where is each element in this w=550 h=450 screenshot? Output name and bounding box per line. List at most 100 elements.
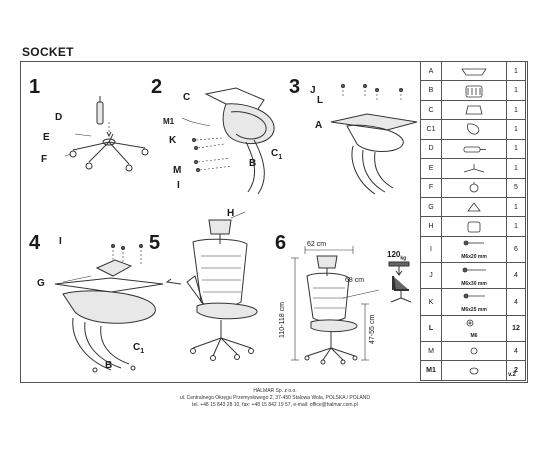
part-f-icon [469,181,479,193]
part-illustration [441,196,507,218]
part-c1-icon [467,124,480,135]
step-number-1: 1 [29,76,41,98]
part-quantity: 1 [506,60,526,82]
part-code: D [420,138,442,160]
part-quantity: 4 [506,262,526,290]
part-row-m1: M1 2 [420,360,526,381]
part-code: A [420,60,442,82]
part-g-icon [467,202,481,212]
label-l: L [317,95,324,106]
label-c1: C1 [271,148,283,161]
part-m-icon [470,347,478,355]
label-c1: C1 [133,342,145,355]
part-quantity: 12 [506,314,526,342]
part-quantity: 1 [506,216,526,237]
part-code: B [420,80,442,101]
label-c: C [183,92,191,103]
dimensions-drawing [291,246,380,365]
dim-width: 62 cm [307,241,327,248]
footer-contact: tel. +48 15 843 28 10, fax: +48 15 842 1… [192,402,358,408]
part-code: I [420,235,442,264]
part-spec: M6x20 mm [461,254,487,261]
part-illustration: M6 [441,314,507,342]
chair-assembly-drawing [165,211,258,361]
weight-limit-icon [388,261,412,303]
part-spec: M6x30 mm [461,280,487,287]
part-illustration: M6x25 mm [441,288,507,316]
seat-mechanism-drawing [54,244,164,373]
part-code: K [420,288,442,316]
step-number-5: 5 [149,232,161,254]
label-b: B [249,158,257,169]
part-l-icon [466,319,474,327]
part-illustration [441,177,507,198]
part-code: C [420,99,442,121]
part-b-icon [465,85,483,98]
part-illustration: M6x30 mm [441,262,507,290]
weight-limit-badge: 120kg [387,250,407,262]
part-quantity: 1 [506,99,526,121]
step-number-6: 6 [275,232,287,254]
part-quantity: 1 [506,119,526,140]
part-illustration [441,138,507,160]
part-illustration [441,158,507,179]
part-h-icon [467,221,481,232]
part-m1-icon [469,367,479,375]
part-quantity: 1 [506,196,526,218]
part-quantity: 5 [506,177,526,198]
label-i: I [177,180,180,191]
part-row-k: K M6x25 mm 4 [420,288,526,316]
label-d: D [55,112,63,123]
dim-depth: 68 cm [345,277,365,284]
part-illustration [441,80,507,101]
part-j-icon [462,267,486,273]
label-i: I [59,236,62,247]
footer-address: ul. Centralnego Okręgu Przemysłowego 2, … [179,395,370,401]
part-code: L [420,314,442,342]
revision-label: v.2 [508,372,516,378]
part-quantity: 1 [506,138,526,160]
label-b: B [105,360,113,371]
part-illustration [441,360,507,381]
label-a: A [315,120,323,131]
part-quantity: 4 [506,288,526,316]
part-quantity: 2 [506,360,526,381]
label-e: E [43,132,50,143]
part-e-icon [463,164,485,173]
part-code: M1 [420,360,442,381]
part-code: H [420,216,442,237]
part-illustration [441,216,507,237]
label-g: G [37,278,45,289]
part-code: M [420,340,442,362]
part-spec: M6 [470,333,478,340]
part-illustration [441,60,507,82]
step-number-4: 4 [29,232,41,254]
part-quantity: 1 [506,80,526,101]
part-row-i: I M6x20 mm 6 [420,235,526,264]
label-f: F [41,154,48,165]
part-c-icon [465,105,483,115]
base-assembly-drawing [64,96,149,172]
part-quantity: 4 [506,340,526,362]
step-number-2: 2 [151,76,163,98]
part-illustration [441,99,507,121]
armrest-drawing [330,84,418,195]
part-code: F [420,177,442,198]
part-quantity: 6 [506,235,526,264]
part-d-icon [463,146,486,153]
part-spec: M6x25 mm [461,307,487,314]
product-title: SOCKET [22,45,74,59]
part-illustration: M6x20 mm [441,235,507,264]
footer: HALMAR Sp. z o.o. ul. Centralnego Okręgu… [0,388,550,409]
